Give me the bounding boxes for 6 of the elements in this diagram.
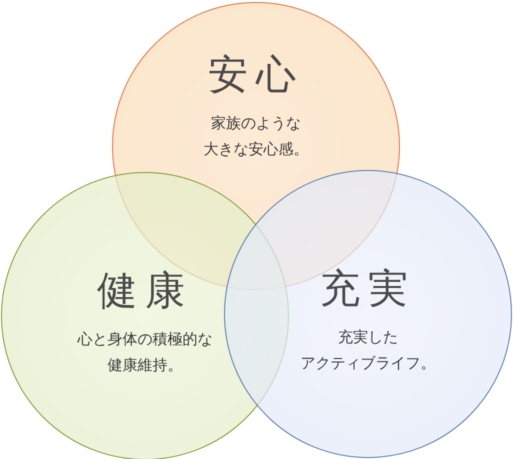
circle-description: 心と身体の積極的な健康維持。 [78,329,212,376]
circle-heading: 充実 [320,267,416,311]
circle-heading: 健康 [97,269,193,313]
circle-heading: 安心 [208,53,304,97]
circle-description: 充実したアクティブライフ。 [300,327,436,374]
circle-description: 家族のような大きな安心感。 [204,113,308,160]
